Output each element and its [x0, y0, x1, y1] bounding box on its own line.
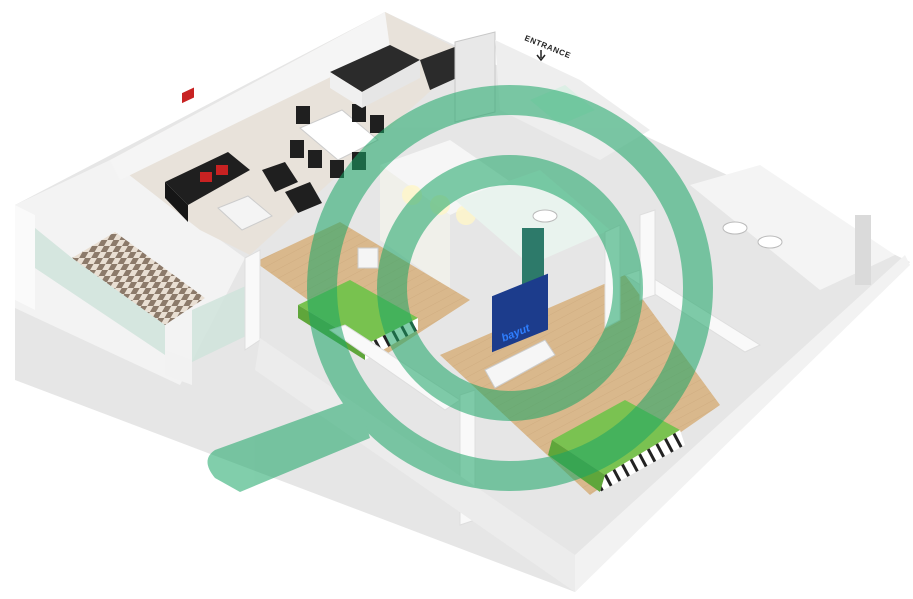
- nightstand: [357, 247, 379, 269]
- dining-chair: [352, 104, 366, 122]
- dining-chair: [296, 106, 310, 124]
- coffee-table: [217, 195, 273, 231]
- kitchen: [330, 31, 496, 123]
- balcony: [15, 160, 248, 385]
- cushion: [182, 87, 194, 104]
- dining-chair: [370, 115, 384, 133]
- armchair: [262, 162, 298, 192]
- bathroom-2: [690, 165, 895, 290]
- dining-chair: [330, 160, 344, 178]
- sink: [757, 235, 783, 249]
- entrance-marker: ENTRANCE: [523, 34, 572, 62]
- bathroom-1: [455, 170, 610, 288]
- down-arrow-icon: [536, 50, 546, 62]
- dining-chair: [308, 150, 322, 168]
- tv-screen: [492, 273, 548, 353]
- shower-panel: [855, 215, 871, 285]
- cushion: [216, 165, 228, 175]
- armchair: [285, 182, 322, 213]
- cushion: [200, 172, 212, 182]
- entrance-label: ENTRANCE: [523, 34, 572, 61]
- tv-unit: [484, 339, 556, 389]
- dining-chair: [290, 140, 304, 158]
- key-pin-icon: [207, 85, 713, 492]
- sink: [722, 221, 748, 235]
